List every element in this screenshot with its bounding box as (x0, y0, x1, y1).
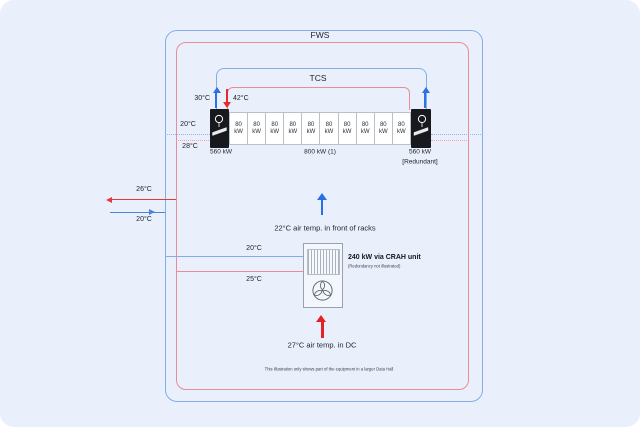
rack-cell: 80 kW (319, 113, 337, 144)
fws-external-supply-line (110, 211, 165, 213)
fws-supply-branch-left (165, 134, 210, 135)
fws-supply-loop-line (165, 30, 483, 402)
rack-cell: 80 kW (234, 121, 243, 135)
tcs-return-temp-label: 42°C (233, 94, 249, 102)
fws-external-return-line (111, 199, 176, 200)
cdu-left-rating-label: 560 kW (209, 148, 233, 156)
air-flow-up-arrow-shaft (320, 199, 324, 215)
air-dc-up-arrow-icon (316, 315, 326, 322)
air-front-racks-label: 22°C air temp. in front of racks (274, 223, 376, 233)
crah-return-line (176, 270, 307, 272)
fws-return-loop-line (176, 42, 469, 390)
fan-icon (312, 280, 333, 301)
crah-return-temp-label: 25°C (246, 275, 262, 283)
crah-redundancy-note: (Redundancy not illustrated) (348, 263, 401, 269)
server-rack-row: 80 kW 80 kW 80 kW 80 kW 80 kW 80 kW 80 k… (229, 112, 411, 145)
rack-cell: 80 kW (373, 113, 392, 144)
tcs-flow-up-arrow-icon (212, 87, 221, 93)
fws-return-branch-left (176, 140, 229, 141)
pump-heat-exchanger-icon (413, 114, 429, 136)
tcs-flow-up-arrow-right-shaft (424, 93, 426, 108)
tcs-return-loop-line (227, 87, 410, 110)
air-flow-up-arrow-icon (316, 193, 327, 200)
tcs-loop-label: TCS (309, 73, 327, 84)
rack-cell: 80 kW (337, 113, 356, 144)
fws-external-return-arrow-icon (106, 196, 112, 203)
fws-external-out-temp-label: 26°C (136, 185, 152, 193)
crah-coil-icon (307, 249, 340, 275)
tcs-supply-temp-label: 30°C (194, 94, 210, 102)
cdu-right-rating-label: 560 kW (408, 148, 432, 156)
cdu-left-unit (210, 109, 229, 148)
tcs-flow-down-arrow-icon (223, 102, 231, 108)
air-dc-label: 27°C air temp. in DC (287, 340, 357, 350)
fws-loop-label: FWS (305, 30, 335, 41)
rack-cell: 80 kW (265, 113, 283, 144)
tcs-flow-up-arrow-right-icon (421, 87, 430, 93)
crah-rating-label: 240 kW via CRAH unit (348, 253, 421, 261)
fws-cdu-supply-temp-label: 20°C (180, 120, 196, 128)
rack-cell: 80 kW (283, 113, 301, 144)
crah-supply-line (165, 255, 307, 257)
racks-total-rating-label: 800 kW (1) (304, 148, 336, 156)
cdu-right-redundant-label: [Redundant] (402, 158, 438, 166)
rack-cell: 80 kW (247, 113, 265, 144)
rack-cell: 80 kW (301, 113, 319, 144)
tcs-flow-up-arrow-shaft (215, 93, 217, 108)
fws-external-supply-arrow-icon (149, 209, 155, 215)
rack-cell: 80 kW (391, 113, 410, 144)
pump-heat-exchanger-icon (212, 114, 227, 136)
fws-supply-branch-right (431, 134, 481, 135)
footnote: This illustration only shows part of the… (264, 366, 394, 372)
fws-external-in-temp-label: 20°C (136, 215, 152, 223)
crah-supply-temp-label: 20°C (246, 244, 262, 252)
tcs-flow-down-arrow-shaft (226, 89, 228, 103)
fws-return-branch-right (431, 140, 467, 141)
fws-cdu-return-temp-label: 28°C (182, 142, 198, 150)
rack-cell: 80 kW (355, 113, 374, 144)
air-dc-up-arrow-shaft (320, 322, 324, 338)
cdu-right-unit (411, 109, 431, 148)
